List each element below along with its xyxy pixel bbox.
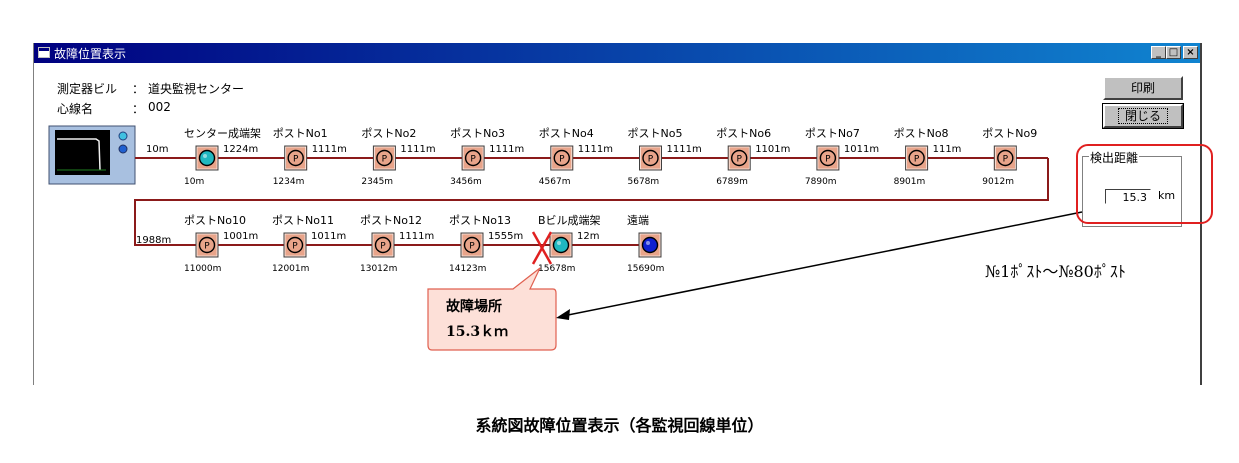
posts-note: №1ﾎﾟｽﾄ～№80ﾎﾟｽﾄ	[985, 262, 1126, 281]
detection-group: 検出距離 15.3 km	[1082, 149, 1182, 227]
detection-unit: km	[1158, 189, 1176, 202]
print-button[interactable]: 印刷	[1103, 76, 1183, 100]
close-window-button[interactable]: ×	[1183, 46, 1198, 59]
building-value: 道央監視センター	[148, 82, 245, 96]
line-label: 心線名	[57, 102, 94, 116]
building-sep: ：	[132, 82, 145, 96]
close-button[interactable]: 閉じる	[1102, 103, 1184, 129]
detection-distance-field[interactable]: 15.3	[1105, 189, 1151, 204]
maximize-button[interactable]: □	[1166, 46, 1181, 59]
window-icon	[38, 47, 50, 58]
line-sep: ：	[132, 102, 145, 116]
close-button-label: 閉じる	[1117, 108, 1168, 124]
title-bar[interactable]: 故障位置表示 _ □ ×	[34, 43, 1200, 63]
detection-label: 検出距離	[1089, 149, 1140, 166]
building-label: 測定器ビル	[57, 82, 118, 96]
window-title: 故障位置表示	[54, 47, 127, 61]
detection-highlight	[1076, 144, 1213, 224]
figure-caption: 系統図故障位置表示（各監視回線単位）	[475, 416, 764, 435]
minimize-button[interactable]: _	[1151, 46, 1166, 59]
line-value: 002	[148, 100, 171, 114]
fault-position-window: 故障位置表示 _ □ × 測定器ビル ： 道央監視センター 心線名 ： 002 …	[33, 43, 1202, 385]
